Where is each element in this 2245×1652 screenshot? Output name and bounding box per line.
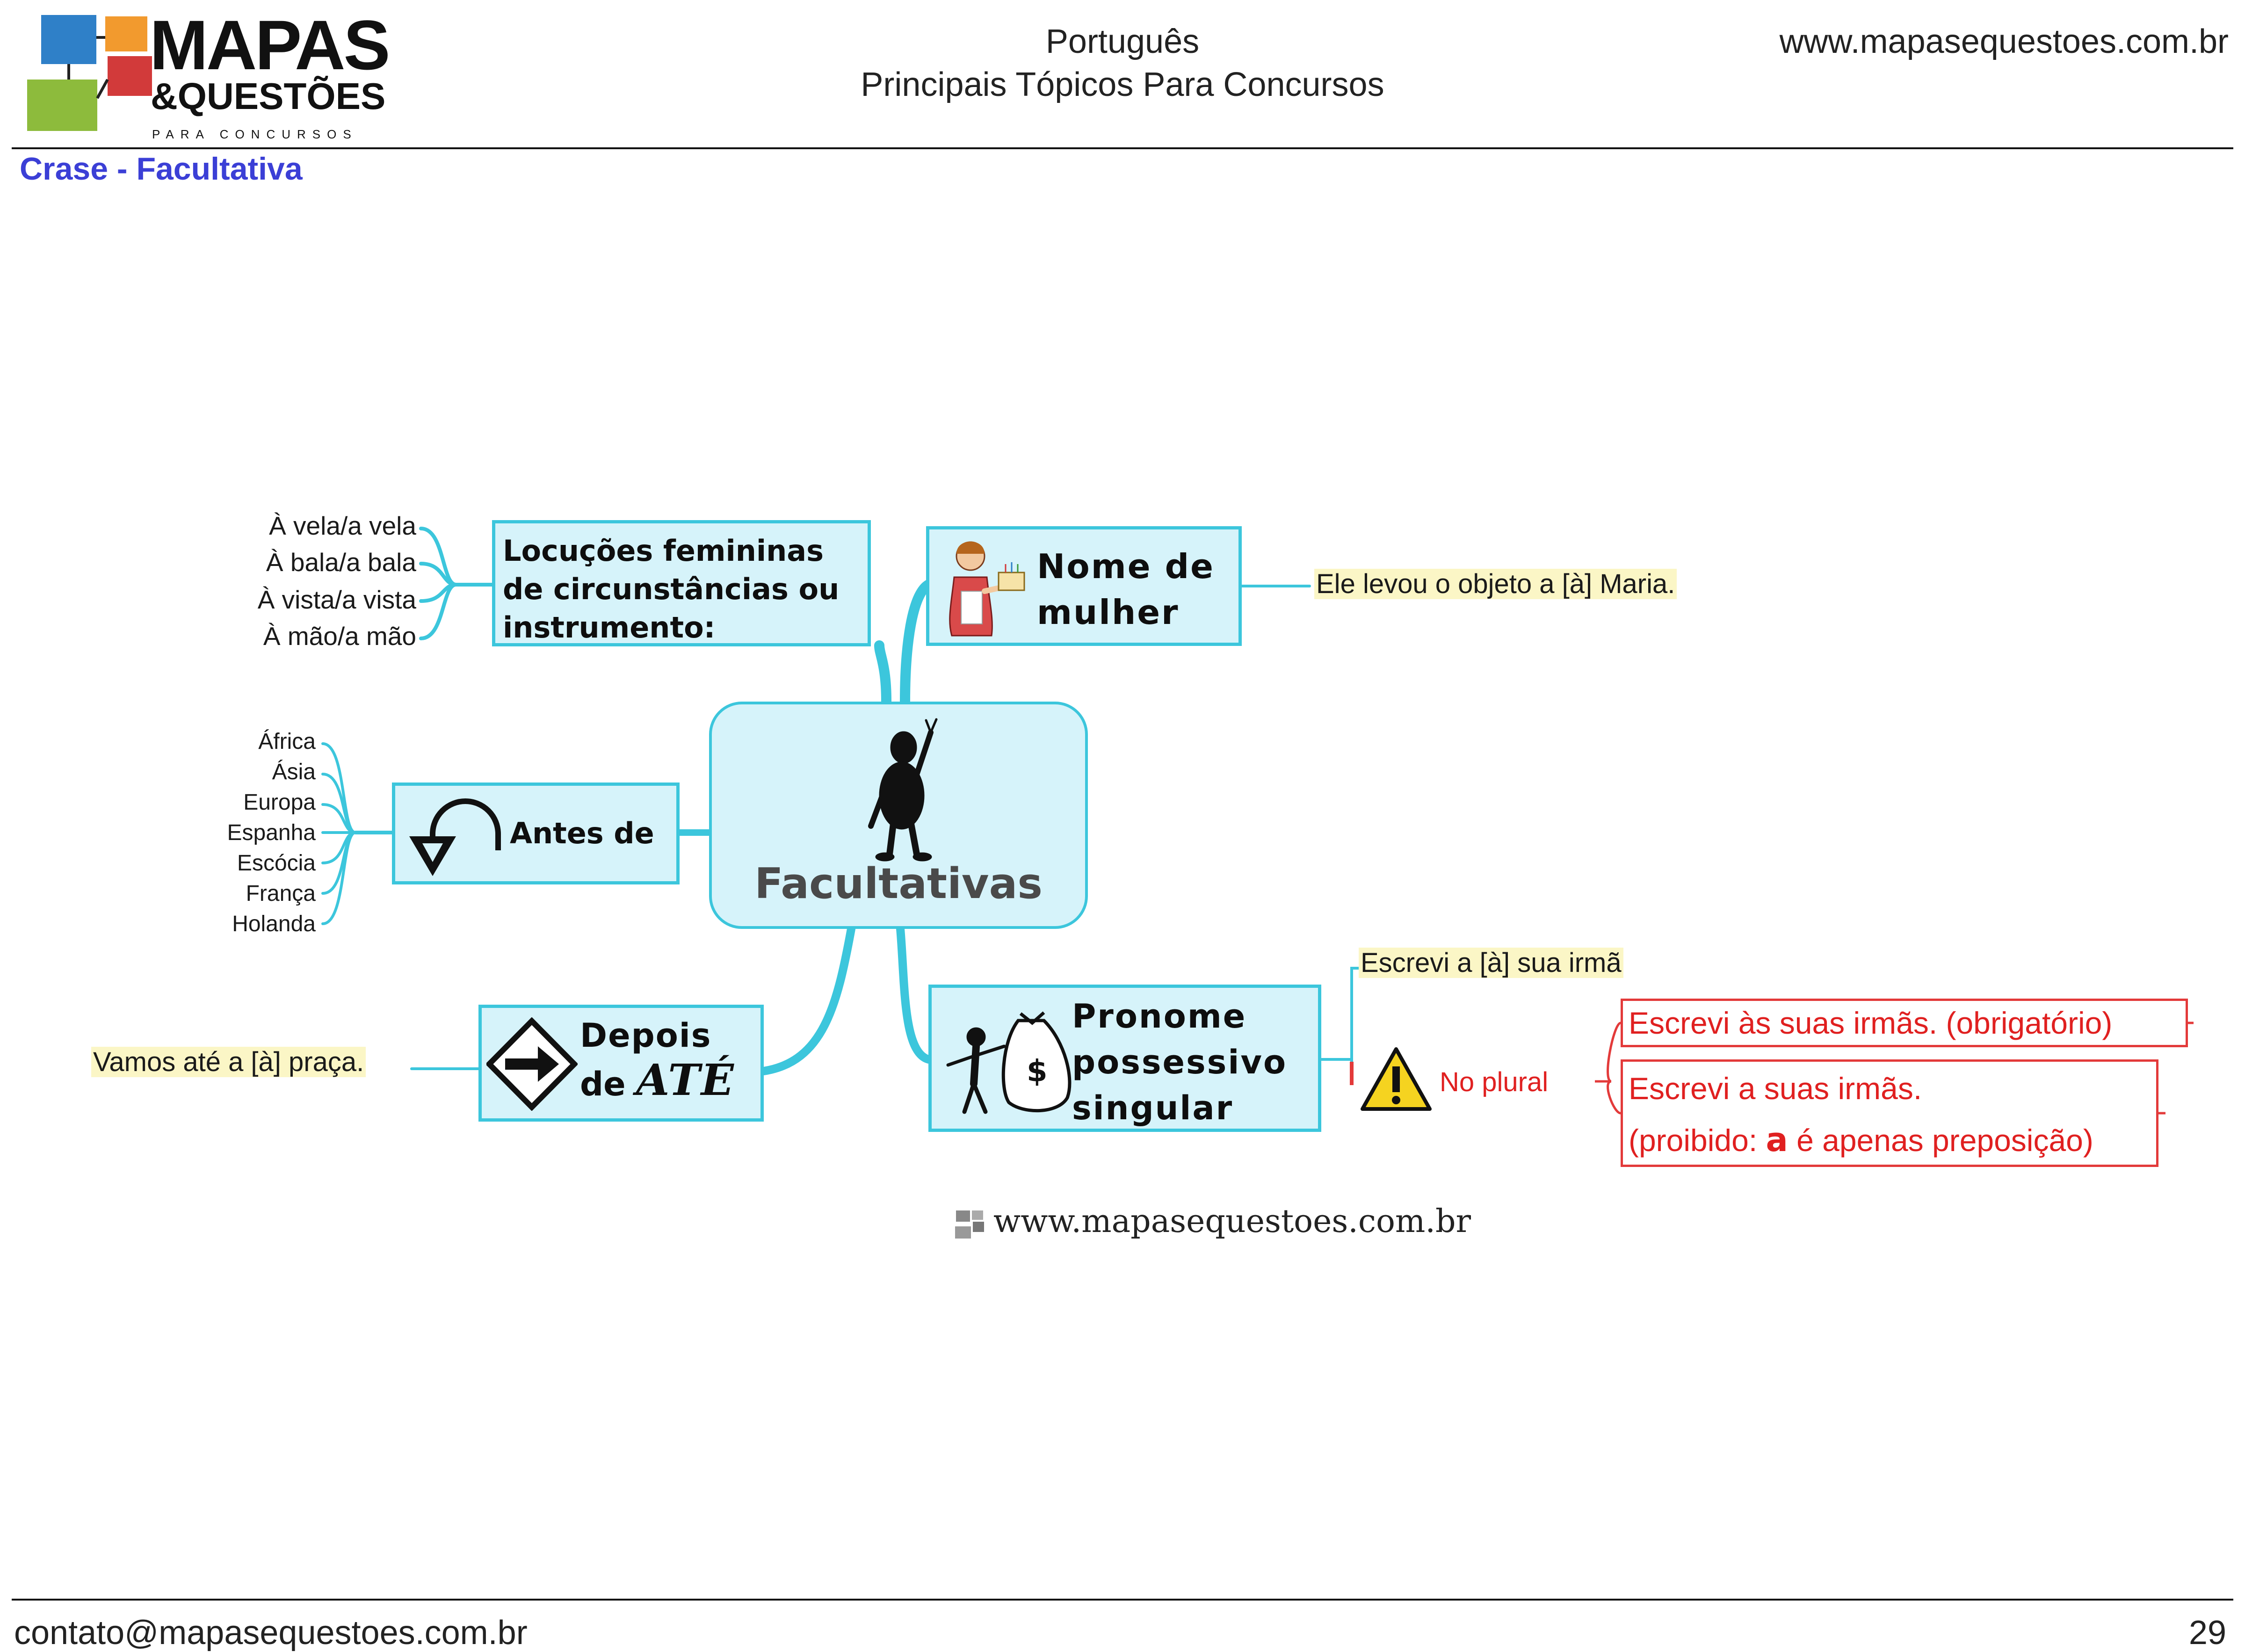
footer-divider xyxy=(12,1599,2233,1601)
plural-forbidden-a: a xyxy=(1766,1121,1788,1159)
person-with-money-bag-icon: $ xyxy=(946,1011,1072,1114)
page-number: 29 xyxy=(2188,1614,2226,1652)
logo-tagline: PARA CONCURSOS xyxy=(152,127,358,141)
node-pronome-label: Pronome possessivo singular xyxy=(1072,993,1287,1131)
plural-forbidden-suffix: é apenas preposição) xyxy=(1796,1123,2093,1158)
logo-main-text: MAPAS xyxy=(150,6,391,84)
mulher-example-text: Ele levou o objeto a [à] Maria. xyxy=(1314,569,1677,599)
node-mulher-label: Nome de mulher xyxy=(1037,543,1215,635)
place-item: Escócia xyxy=(237,851,316,876)
logo-mini-icon xyxy=(955,1210,984,1239)
locucao-example: À mão/a mão xyxy=(263,622,416,651)
connector-center-pronome xyxy=(896,925,933,1064)
center-label: Facultativas xyxy=(754,859,1043,908)
node-depois-de-ate[interactable]: Depois de ATÉ xyxy=(478,1005,764,1122)
logo-squares-icon xyxy=(27,15,152,131)
node-pronome-line-1: Pronome xyxy=(1072,997,1247,1036)
node-depois-ate: ATÉ xyxy=(636,1055,735,1105)
place-item: Espanha xyxy=(227,820,316,845)
node-locucoes-femininas[interactable]: Locuções femininas de circunstâncias ou … xyxy=(492,520,871,646)
mulher-example: Ele levou o objeto a [à] Maria. xyxy=(1314,568,1677,600)
plural-forbidden-line-2: (proibido: a é apenas preposição) xyxy=(1629,1114,2151,1166)
header-subject: Português xyxy=(1045,23,1200,60)
place-item: África xyxy=(258,729,316,754)
header-divider xyxy=(12,147,2233,149)
place-item: Ásia xyxy=(272,760,316,784)
place-item: França xyxy=(246,881,316,906)
footer-email-link[interactable]: contato@mapasequestoes.com.br xyxy=(14,1614,528,1652)
ate-example: Vamos até a [à] praça. xyxy=(91,1046,366,1078)
place-item: Europa xyxy=(243,790,316,815)
site-logo[interactable]: MAPAS &QUESTÕES PARA CONCURSOS xyxy=(19,5,393,145)
node-antes-de[interactable]: Antes de xyxy=(392,783,680,884)
plural-forbidden-line-1: Escrevi a suas irmãs. xyxy=(1629,1071,1922,1106)
plural-obligatory-text: Escrevi às suas irmãs. (obrigatório) xyxy=(1629,1006,2113,1040)
logo-sub-text: &QUESTÕES xyxy=(151,75,386,117)
node-mulher-line-2: mulher xyxy=(1037,593,1180,632)
u-turn-arrow-icon xyxy=(409,798,501,876)
node-pronome-line-3: singular xyxy=(1072,1089,1234,1127)
pronome-singular-example: Escrevi a [à] sua irmã xyxy=(1359,947,1623,978)
plural-forbidden-prefix: (proibido: xyxy=(1629,1123,1758,1158)
watermark-text: www.mapasequestoes.com.br xyxy=(993,1203,1471,1240)
node-depois-line-1: Depois xyxy=(580,1016,712,1055)
node-locucoes-line-3: instrumento: xyxy=(503,610,716,645)
place-item: Holanda xyxy=(232,912,316,936)
node-locucoes-line-1: Locuções femininas xyxy=(503,534,824,568)
center-node[interactable]: Facultativas xyxy=(709,702,1088,929)
locucao-example: À vela/a vela xyxy=(269,511,416,540)
ate-example-text: Vamos até a [à] praça. xyxy=(91,1047,366,1077)
header-url-link[interactable]: www.mapasequestoes.com.br xyxy=(1779,23,2229,60)
right-arrow-diamond-sign-icon xyxy=(486,1017,578,1111)
svg-text:$: $ xyxy=(1027,1054,1048,1089)
plural-forbidden-box: Escrevi a suas irmãs. (proibido: a é ape… xyxy=(1621,1059,2158,1167)
locucao-example: À bala/a bala xyxy=(266,548,416,577)
node-locucoes-line-2: de circunstâncias ou xyxy=(503,572,840,606)
connector-center-locucoes xyxy=(874,640,891,707)
connector-center-depois xyxy=(760,925,855,1075)
plural-label: No plural xyxy=(1440,1067,1549,1097)
header-subtitle: Principais Tópicos Para Concursos xyxy=(861,66,1384,103)
plural-obligatory-box: Escrevi às suas irmãs. (obrigatório) xyxy=(1621,999,2188,1047)
node-nome-de-mulher[interactable]: Nome de mulher xyxy=(926,526,1242,646)
waving-person-icon xyxy=(868,718,938,862)
node-pronome-possessivo[interactable]: $ Pronome possessivo singular xyxy=(928,985,1321,1132)
node-mulher-line-1: Nome de xyxy=(1037,547,1215,586)
watermark: www.mapasequestoes.com.br xyxy=(954,1203,1471,1240)
section-title: Crase - Facultativa xyxy=(20,151,303,187)
pronome-singular-example-text: Escrevi a [à] sua irmã xyxy=(1359,948,1623,978)
node-antes-label: Antes de xyxy=(510,816,654,850)
node-pronome-line-2: possessivo xyxy=(1072,1043,1288,1081)
woman-with-cake-icon xyxy=(949,541,1025,637)
connector-center-mulher xyxy=(900,580,934,707)
locucao-example: À vista/a vista xyxy=(257,585,416,614)
node-depois-line-2: de xyxy=(580,1065,626,1103)
warning-icon xyxy=(1361,1047,1432,1111)
